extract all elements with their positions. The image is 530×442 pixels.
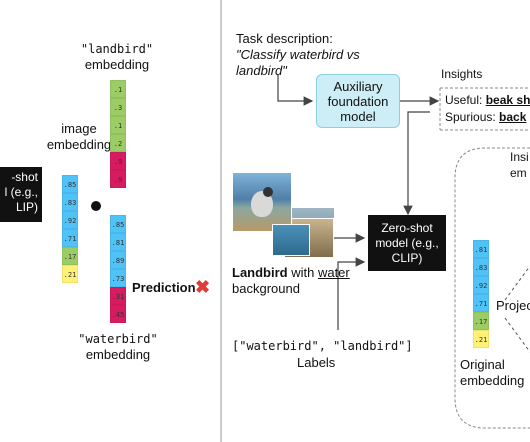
wrong-cross-icon: ✖ [195,277,211,297]
embedding-cell: .3 [110,98,126,116]
embedding-cell: .71 [473,294,489,312]
embedding-cell: .1 [110,80,126,98]
insight-embedding-label: Insi em [510,150,529,180]
labels-word: Labels [297,355,336,370]
bird-photo-front [232,172,292,232]
embedding-cell: .89 [110,251,126,269]
embedding-cell: .1 [110,116,126,134]
image-caption: Landbird with water background [232,265,350,296]
embedding-cell: .21 [62,265,78,283]
projection-label: Projec [496,298,530,313]
embedding-cell: .83 [62,193,78,211]
embedding-cell: .73 [110,269,126,287]
embedding-cell: .92 [62,211,78,229]
projection-line-up [504,265,530,301]
bird-shape [251,191,273,217]
original-embedding-vector: .81.83.92.71.17.21 [473,240,489,348]
zero-shot-model-box-right: Zero-shot model (e.g., CLIP) [368,215,446,271]
projection-line-down [504,317,530,353]
embedding-cell: .17 [62,247,78,265]
embedding-cell: .71 [62,229,78,247]
embedding-cell: .17 [473,312,489,330]
embedding-cell: .45 [110,305,126,323]
embedding-cell: .9 [110,152,126,170]
labels-code: ["waterbird", "landbird"] [232,339,413,353]
task-arrow [277,75,314,106]
useful-insight: Useful: beak sh [445,93,530,107]
bird-photo-stack [232,172,336,258]
insights-to-model-arrow [403,111,430,216]
embedding-cell: .2 [110,134,126,152]
embedding-cell: .85 [110,215,126,233]
embedding-cell: .31 [110,287,126,305]
prediction-label: Prediction [132,280,196,295]
embedding-cell: .83 [473,258,489,276]
bird-photo-water [272,224,310,256]
landbird-embedding-vector: .1.3.1.2.9.9 [110,80,126,188]
embedding-cell: .81 [110,233,126,251]
insight-region [454,147,530,429]
embedding-cell: .21 [473,330,489,348]
dot-product-icon [91,201,101,211]
waterbird-embedding-vector: .85.81.89.73.31.45 [110,215,126,323]
task-description: Task description: "Classify waterbird vs… [236,31,360,78]
labels-to-model-arrow [337,257,366,330]
image-embedding-vector: .85.83.92.71.17.21 [62,175,78,283]
insights-box [439,87,530,131]
insights-content: Useful: beak sh Spurious: back [445,92,530,126]
image-embedding-label: image embedding [46,121,112,152]
auxiliary-foundation-model: Auxiliary foundation model [316,74,400,128]
embedding-cell: .92 [473,276,489,294]
embedding-cell: .9 [110,170,126,188]
waterbird-embedding-label: "waterbird" embedding [78,332,158,362]
bird-head [263,187,273,197]
landbird-embedding-label: "landbird" embedding [80,42,154,72]
embedding-cell: .85 [62,175,78,193]
spurious-insight: Spurious: back [445,110,527,124]
embedding-cell: .81 [473,240,489,258]
zero-shot-model-box-left: -shot l (e.g., LIP) [0,167,42,222]
insights-title: Insights [441,67,483,81]
original-embedding-label: Original embedding [460,357,525,388]
